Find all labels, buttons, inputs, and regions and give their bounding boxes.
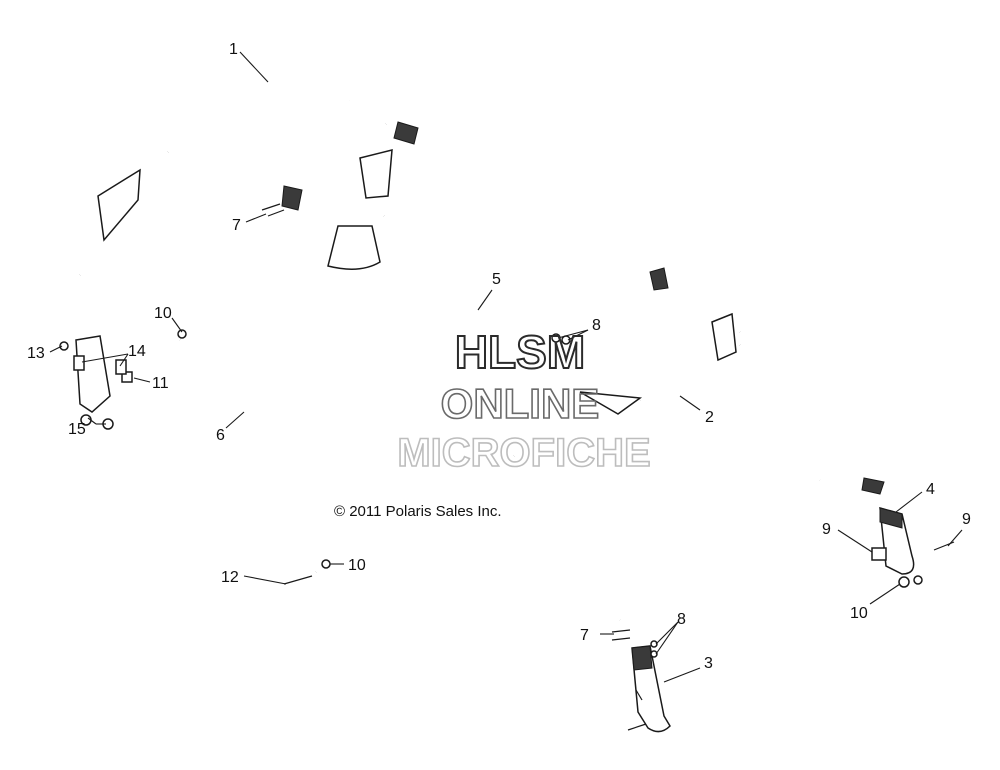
- callout-1: 1: [229, 41, 238, 58]
- callout-10a: 10: [154, 305, 172, 322]
- callout-12: 12: [221, 569, 239, 586]
- bolt-7c-icon: [611, 629, 631, 633]
- part-1-post-foot: [327, 225, 381, 270]
- part-2-end-plug: [861, 477, 885, 495]
- callout-8a: 8: [592, 317, 601, 334]
- callout-10b: 10: [348, 557, 366, 574]
- part-5-tube: [380, 208, 530, 461]
- callout-7b: 7: [580, 627, 589, 644]
- fasteners: [59, 203, 955, 731]
- part-2-top-plug: [649, 267, 669, 291]
- nut-9-icon: [913, 575, 923, 585]
- callout-13: 13: [27, 345, 45, 362]
- part-1-end-plug-lower: [281, 185, 303, 211]
- callout-6: 6: [216, 427, 225, 444]
- callout-11: 11: [152, 375, 169, 392]
- copyright-text: © 2011 Polaris Sales Inc.: [334, 503, 502, 520]
- callout-5: 5: [492, 271, 501, 288]
- part-2-bracket: [711, 312, 737, 362]
- part-3-top-pad: [631, 645, 653, 671]
- callout-9a: 9: [822, 521, 831, 538]
- bolt-11-icon: [121, 371, 133, 383]
- callout-9b: 9: [962, 511, 971, 528]
- bolt-12-icon: [283, 575, 313, 585]
- part-2-rear-cage: [509, 267, 885, 622]
- part-1-end-plug-top: [393, 121, 419, 145]
- part-1-bracket-left: [97, 168, 141, 242]
- callout-15: 15: [68, 421, 86, 438]
- part-1-tubes: [66, 34, 418, 391]
- callout-4: 4: [926, 481, 935, 498]
- washer-10b-icon: [321, 559, 331, 569]
- nut-8d-icon: [650, 650, 658, 658]
- callout-10c: 10: [850, 605, 868, 622]
- washer-10a-icon: [177, 329, 187, 339]
- watermark: HLSM ONLINE MICROFICHE: [397, 325, 652, 476]
- bolt-9a-icon: [871, 547, 887, 561]
- bolt-14b-icon: [115, 359, 127, 375]
- callout-2: 2: [705, 409, 714, 426]
- part-2-gusset: [579, 391, 643, 415]
- watermark-line-2: ONLINE: [441, 380, 600, 427]
- bolt-14a-icon: [73, 355, 85, 371]
- nut-8c-icon: [650, 640, 658, 648]
- watermark-line-3: MICROFICHE: [397, 431, 650, 475]
- bolt-7d-icon: [611, 637, 631, 641]
- callout-7a: 7: [232, 217, 241, 234]
- part-1-lower-mount: [75, 335, 111, 413]
- watermark-line-1: HLSM: [455, 326, 585, 378]
- part-4-top-pad: [879, 507, 903, 529]
- callouts: 1 2 3 4 5 6 7 7 8 8 9 9 10 10 10 11 12 1…: [27, 41, 971, 672]
- bolt-3b-icon: [635, 689, 643, 701]
- callout-14: 14: [128, 343, 146, 360]
- part-1-bracket-right: [359, 149, 393, 199]
- part-6-tube: [175, 333, 319, 581]
- bolt-7a-icon: [261, 203, 281, 211]
- part-1-front-cage: [66, 34, 419, 413]
- callout-3: 3: [704, 655, 713, 672]
- bolt-7b-icon: [267, 209, 285, 217]
- washer-10c-icon: [898, 576, 910, 588]
- bolt-13-icon: [59, 341, 69, 351]
- callout-8b: 8: [677, 611, 686, 628]
- leader-lines: [49, 51, 963, 683]
- bolt-3a-icon: [627, 723, 647, 731]
